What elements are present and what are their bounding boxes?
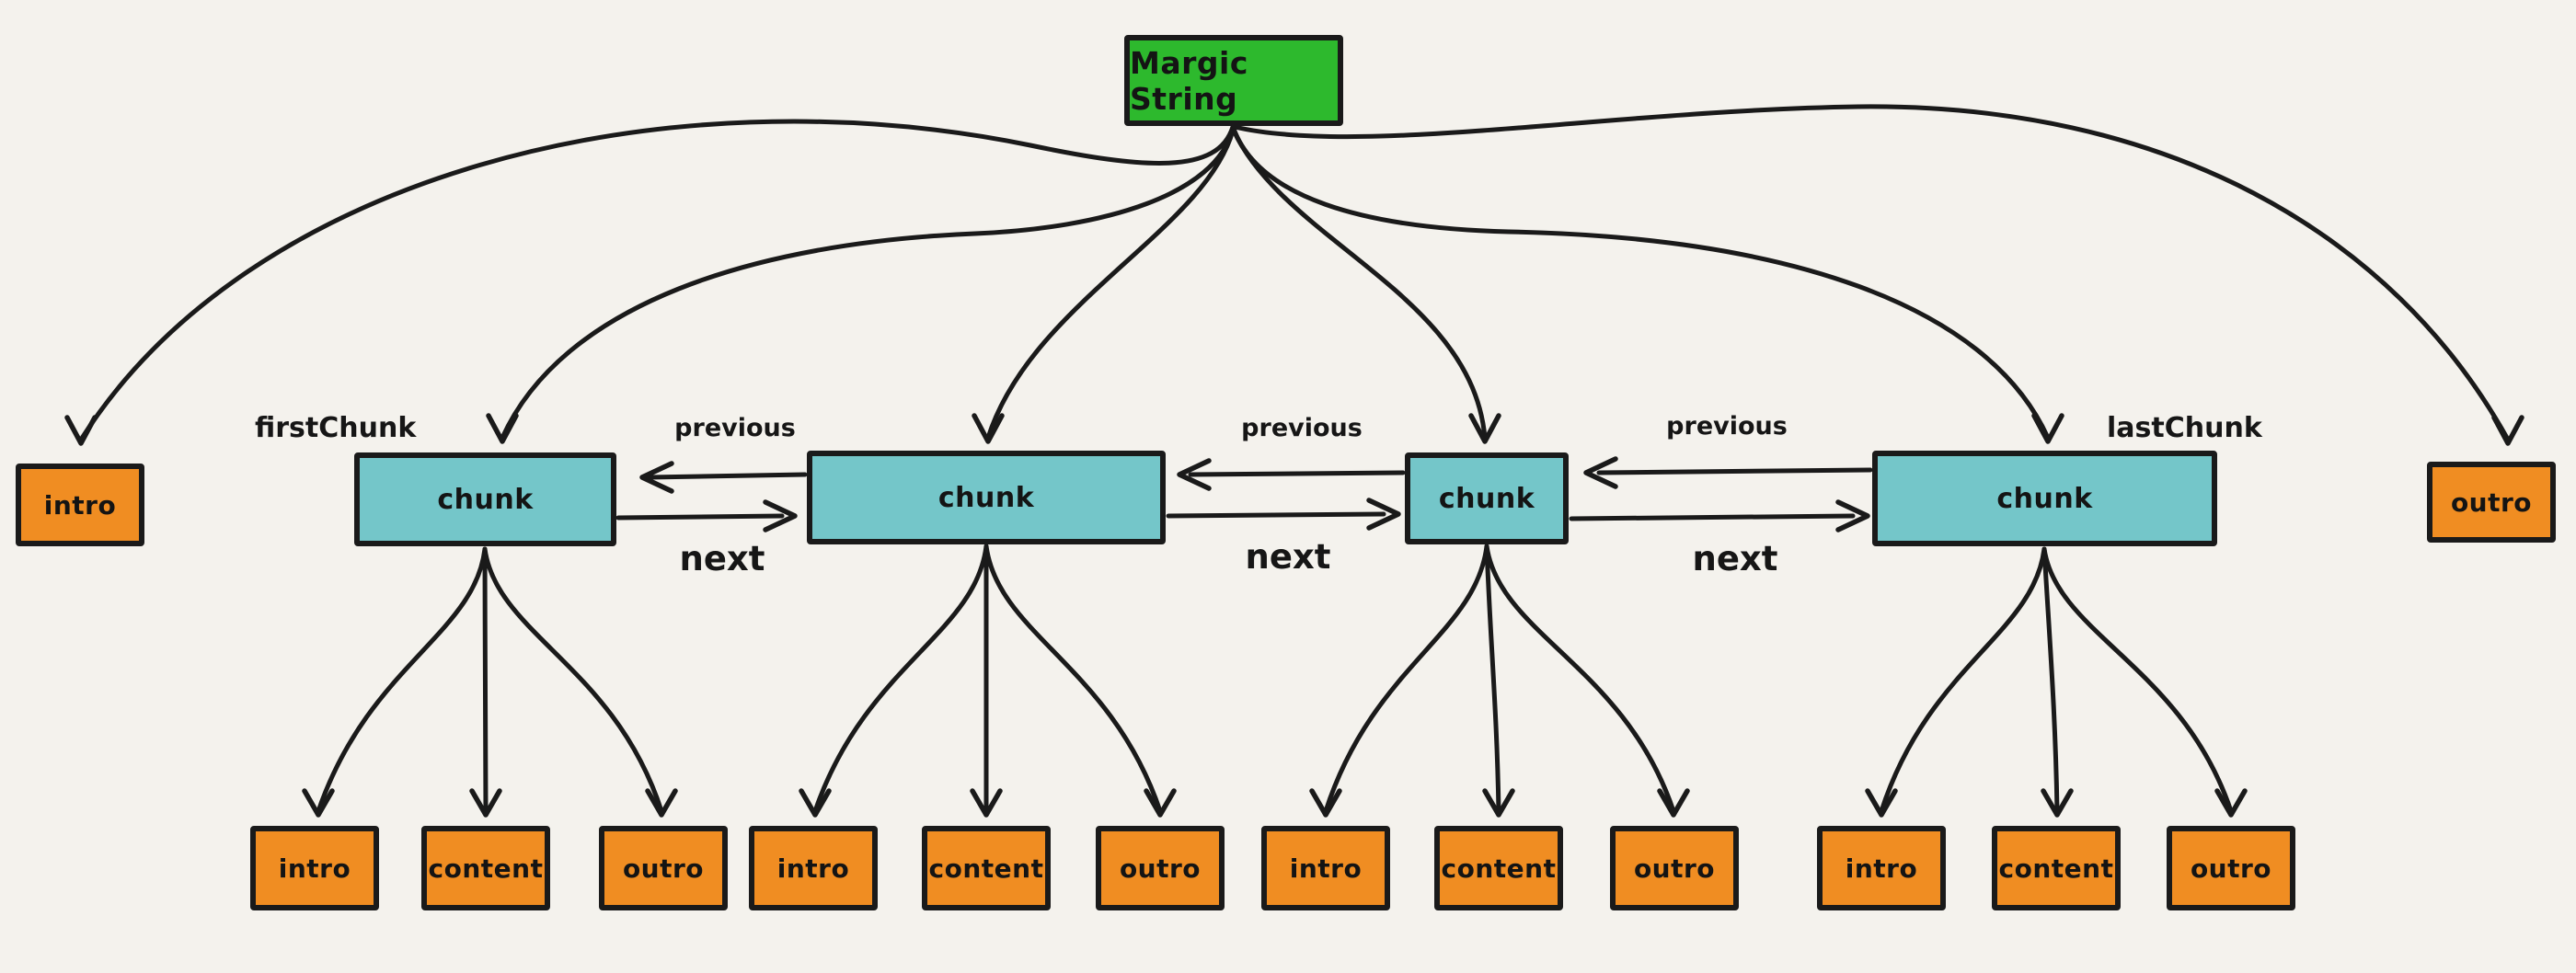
edge-prev-3-2 — [1188, 470, 1406, 477]
arrowhead-down — [2041, 788, 2074, 818]
arrowhead-left — [1177, 458, 1212, 491]
arrowhead-down — [1468, 413, 1501, 444]
arrowhead-down — [1657, 788, 1690, 818]
chunk2-outro-node: outro — [1096, 826, 1225, 910]
chunk4-content-node: content — [1992, 826, 2121, 910]
arrowhead-down — [1309, 788, 1342, 818]
arrowhead-down — [1144, 788, 1177, 818]
root-fan-edges — [64, 104, 2524, 446]
edge-next-3-4 — [1569, 513, 1856, 521]
edge-root-to-chunk2 — [985, 128, 1236, 441]
arrowhead-down — [64, 415, 98, 446]
edge-chunk4-outro — [2041, 546, 2234, 814]
edge-chunk2-outro — [983, 544, 1163, 814]
arrowhead-down — [486, 413, 519, 444]
arrowhead-down — [2491, 415, 2524, 446]
chunk2-intro-node: intro — [749, 826, 878, 910]
edge-chunk2-intro — [812, 544, 989, 814]
edge-next-2-3 — [1166, 511, 1386, 519]
edge-chunk3-intro — [1323, 544, 1489, 814]
intro-node-left: intro — [16, 464, 144, 546]
edge-root-to-intro — [78, 119, 1236, 442]
edge-root-to-chunk3 — [1231, 128, 1488, 441]
next-label-3: next — [1692, 539, 1778, 578]
first-chunk-label: firstChunk — [255, 412, 417, 444]
chunk-link-edges — [615, 456, 1873, 532]
next-label-1: next — [679, 539, 765, 578]
previous-label-1: previous — [674, 414, 796, 442]
arrowhead-right — [1366, 498, 1401, 531]
chunk4-intro-node: intro — [1817, 826, 1946, 910]
edge-chunk4-intro — [1879, 546, 2047, 814]
arrowhead-left — [639, 461, 674, 494]
arrowhead-down — [2214, 788, 2248, 818]
edge-chunk1-outro — [482, 546, 664, 814]
edge-prev-4-3 — [1596, 467, 1873, 475]
previous-label-3: previous — [1666, 412, 1788, 441]
edge-chunk1-intro — [316, 546, 488, 814]
arrowhead-down — [469, 788, 502, 818]
arrowhead-down — [2031, 413, 2064, 444]
arrowhead-right — [1835, 499, 1870, 532]
chunk1-intro-node: intro — [250, 826, 379, 910]
edge-root-to-chunk1 — [500, 126, 1236, 441]
arrowhead-down — [972, 413, 1005, 444]
arrowhead-down — [1865, 788, 1898, 818]
arrowhead-down — [645, 788, 678, 818]
chunk-node-2: chunk — [807, 451, 1166, 544]
magic-string-node: Margic String — [1124, 35, 1343, 126]
chunk-children-edges — [302, 544, 2248, 818]
chunk-node-4: chunk — [1872, 451, 2217, 546]
chunk3-outro-node: outro — [1610, 826, 1739, 910]
edge-chunk3-content — [1484, 544, 1501, 814]
edge-next-1-2 — [615, 513, 785, 521]
arrowhead-down — [1482, 788, 1515, 818]
chunk4-outro-node: outro — [2167, 826, 2295, 910]
edge-chunk4-content — [2041, 546, 2060, 814]
edge-prev-2-1 — [647, 472, 808, 480]
edge-root-to-chunk4 — [1231, 126, 2051, 441]
arrowhead-down — [799, 788, 832, 818]
arrowhead-down — [970, 788, 1003, 818]
arrowhead-right — [763, 499, 798, 532]
outro-node-right: outro — [2427, 462, 2556, 543]
chunk2-content-node: content — [922, 826, 1051, 910]
chunk3-intro-node: intro — [1261, 826, 1390, 910]
chunk-node-1: chunk — [354, 452, 616, 546]
last-chunk-label: lastChunk — [2107, 412, 2262, 444]
arrowhead-left — [1583, 456, 1618, 489]
chunk-node-3: chunk — [1405, 452, 1569, 544]
chunk3-content-node: content — [1434, 826, 1563, 910]
chunk1-content-node: content — [421, 826, 550, 910]
chunk1-outro-node: outro — [599, 826, 728, 910]
edge-chunk1-content — [482, 546, 489, 814]
previous-label-2: previous — [1241, 414, 1363, 442]
arrowhead-down — [302, 788, 335, 818]
edge-root-to-outro — [1232, 104, 2511, 442]
next-label-2: next — [1245, 537, 1331, 577]
edge-chunk3-outro — [1484, 544, 1676, 814]
